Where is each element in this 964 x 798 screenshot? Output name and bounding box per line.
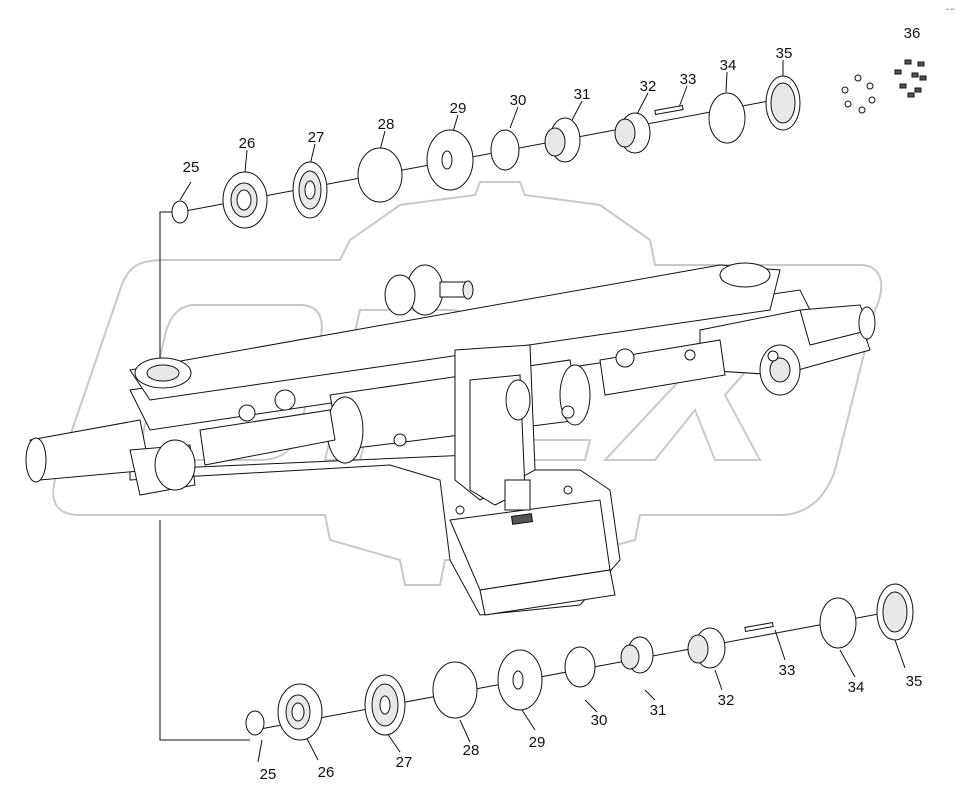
callouts-top: 25 26 27 28 29 30 31 32 33 34 35 36 ᵒᵒ ᵒ… — [183, 7, 955, 176]
bolt-circle-holes — [841, 74, 876, 114]
top-exploded-parts — [171, 59, 927, 229]
callout-36-top: 36 — [904, 25, 921, 42]
callout-35-bottom: 35 — [906, 673, 923, 690]
callout-27-bottom: 27 — [396, 754, 413, 771]
roller-bearing-27-top — [292, 161, 328, 219]
callout-28-top: 28 — [378, 116, 395, 133]
callout-30-bottom: 30 — [591, 712, 608, 729]
callout-33-top: 33 — [680, 71, 697, 88]
cover-35-bottom — [876, 583, 914, 641]
bushing-31-top — [544, 117, 581, 163]
callout-26-top: 26 — [239, 135, 256, 152]
callout-34-top: 34 — [720, 57, 737, 74]
callout-31-top: 31 — [574, 86, 591, 103]
differential-pinion — [384, 264, 474, 316]
bushing-31-bottom — [620, 636, 654, 674]
callout-33-bottom: 33 — [779, 662, 796, 679]
callout-30-top: 30 — [510, 92, 527, 109]
bushing-32-top — [614, 112, 651, 154]
callouts-bottom: 25 26 27 28 29 30 31 32 33 34 35 — [260, 662, 923, 783]
callout-25-bottom: 25 — [260, 766, 277, 783]
callout-26-bottom: 26 — [318, 764, 335, 781]
cover-35-top — [765, 75, 801, 131]
ring-28-top — [357, 147, 403, 203]
washer-29-top — [426, 129, 474, 191]
bolt-33-bottom — [744, 622, 774, 632]
flange-bearing-26-bottom — [277, 683, 323, 741]
ring-34-bottom — [819, 597, 857, 649]
callout-29-bottom: 29 — [529, 734, 546, 751]
flange-bearing-26-top — [222, 171, 268, 229]
bottom-exploded-parts — [245, 583, 914, 741]
fasteners-36 — [894, 59, 927, 98]
callout-25-top: 25 — [183, 159, 200, 176]
axle-housing-assembly — [25, 262, 876, 616]
o-ring-25-top — [171, 200, 189, 224]
roller-bearing-27-bottom — [364, 674, 406, 736]
ring-30-bottom — [564, 646, 596, 688]
callout-32-top: 32 — [640, 78, 657, 95]
callout-35-top: 35 — [776, 45, 793, 62]
callout-28-bottom: 28 — [463, 742, 480, 759]
callout-32-bottom: 32 — [718, 692, 735, 709]
callout-34-bottom: 34 — [848, 679, 865, 696]
bolt-33-top — [654, 105, 684, 115]
callout-29-top: 29 — [450, 100, 467, 117]
bushing-32-bottom — [687, 627, 726, 669]
o-ring-25-bottom — [245, 710, 265, 736]
ring-34-top — [708, 92, 746, 144]
ring-30-top — [490, 129, 520, 171]
washer-29-bottom — [497, 649, 543, 711]
callout-27-top: 27 — [308, 129, 325, 146]
callout-31-bottom: 31 — [650, 702, 667, 719]
corner-note: ᵒᵒ ᵒᵒᵒ — [946, 7, 955, 12]
ring-28-bottom — [432, 661, 478, 719]
